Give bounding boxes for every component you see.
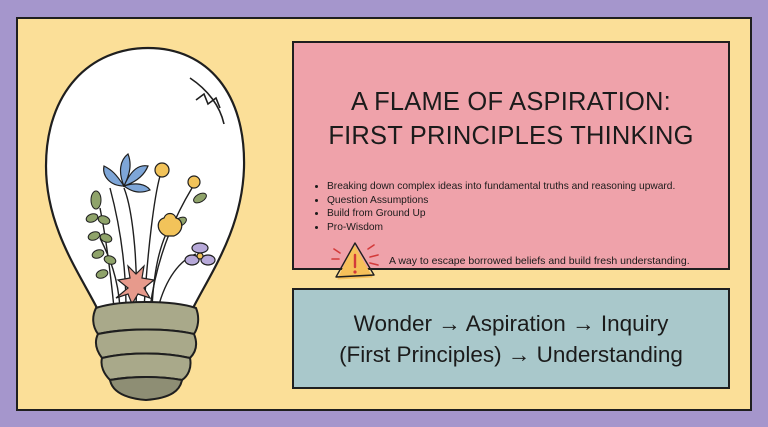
list-item: Question Assumptions bbox=[327, 194, 675, 208]
canvas: A FLAME OF ASPIRATION: FIRST PRINCIPLES … bbox=[16, 17, 752, 411]
flow-card: Wonder → Aspiration → Inquiry (First Pri… bbox=[292, 288, 730, 389]
lightbulb-with-flowers-icon bbox=[44, 46, 246, 402]
list-item: Pro-Wisdom bbox=[327, 221, 675, 235]
flow-line-2: (First Principles) → Understanding bbox=[339, 341, 683, 367]
tagline: A way to escape borrowed beliefs and bui… bbox=[389, 255, 690, 267]
page-title: A FLAME OF ASPIRATION: FIRST PRINCIPLES … bbox=[294, 85, 728, 153]
title-line-2: FIRST PRINCIPLES THINKING bbox=[328, 122, 694, 150]
list-item: Build from Ground Up bbox=[327, 207, 675, 221]
title-card: A FLAME OF ASPIRATION: FIRST PRINCIPLES … bbox=[292, 41, 730, 280]
title-line-1: A FLAME OF ASPIRATION: bbox=[351, 88, 671, 116]
warning-triangle-icon bbox=[331, 242, 379, 280]
flow-line-1: Wonder → Aspiration → Inquiry bbox=[353, 310, 669, 336]
bullet-list: Breaking down complex ideas into fundame… bbox=[314, 180, 675, 234]
list-item: Breaking down complex ideas into fundame… bbox=[327, 180, 675, 194]
